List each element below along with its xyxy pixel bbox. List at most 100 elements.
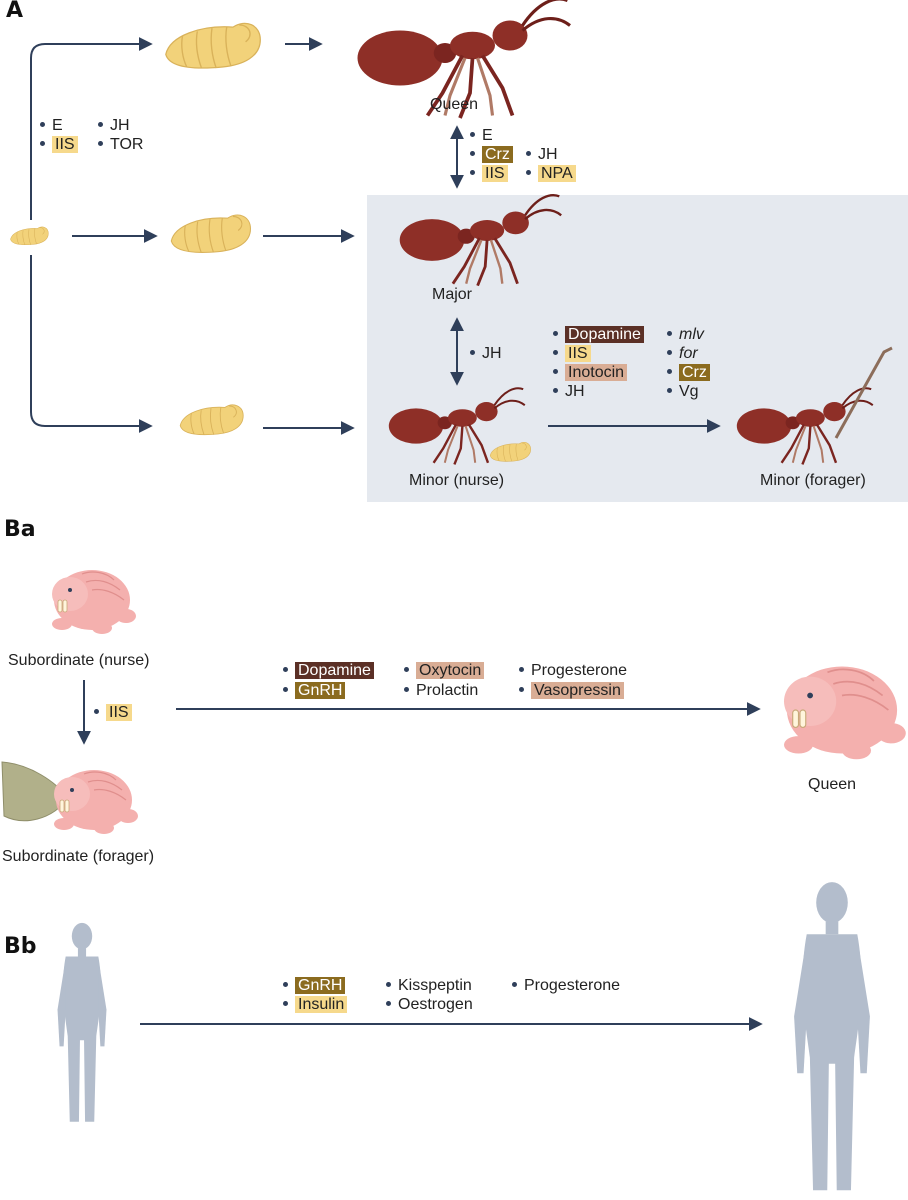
molecule-label: GnRH <box>295 682 346 699</box>
bullet-dot <box>470 350 475 356</box>
molecule-label: Dopamine <box>295 662 374 679</box>
molecule-label: Progesterone <box>531 662 628 679</box>
mole-rat-forager <box>53 769 139 835</box>
bullet-dot <box>283 982 288 988</box>
molecule-label: GnRH <box>295 977 346 994</box>
molecule-item: IIS <box>94 703 132 722</box>
arrow-larva-to-minor-larva <box>30 255 153 433</box>
nurse-brood-larva <box>489 441 531 462</box>
bullet-dot <box>553 350 558 356</box>
bullet-dot <box>98 122 103 128</box>
molecule-item: JH <box>553 382 585 401</box>
molecule-label: Dopamine <box>565 326 644 343</box>
molecule-label: Oxytocin <box>416 662 485 679</box>
minor-larva <box>179 404 244 436</box>
panel-letter-bb: Bb <box>4 934 37 959</box>
molecule-item: Oestrogen <box>386 995 473 1014</box>
molecule-item: NPA <box>526 164 576 183</box>
molecule-item: Progesterone <box>512 976 620 995</box>
molecule-label: Crz <box>679 364 710 381</box>
molecule-label: TOR <box>110 136 144 153</box>
bullet-dot <box>470 151 475 157</box>
bullet-dot <box>283 687 288 693</box>
major-larva <box>170 214 252 254</box>
bullet-dot <box>386 982 391 988</box>
bullet-dot <box>553 369 558 375</box>
molecule-label: E <box>52 117 63 134</box>
caption-major-ant: Major <box>432 286 473 303</box>
molecule-item: JH <box>98 116 130 135</box>
bullet-dot <box>404 687 409 693</box>
molecule-item: IIS <box>470 164 508 183</box>
small-larva <box>10 226 49 246</box>
bullet-dot <box>667 369 672 375</box>
bullet-dot <box>512 982 517 988</box>
molecule-item: TOR <box>98 135 143 154</box>
molecule-item: E <box>40 116 63 135</box>
bullet-dot <box>98 141 103 147</box>
molecule-item: E <box>470 126 493 145</box>
molecule-item: Kisspeptin <box>386 976 472 995</box>
molecule-label: Oestrogen <box>398 996 473 1013</box>
minor-forager-ant <box>735 387 874 466</box>
molecule-label: Crz <box>482 146 513 163</box>
bullet-dot <box>526 170 531 176</box>
molecule-item: IIS <box>40 135 78 154</box>
caption-minor-nurse: Minor (nurse) <box>409 472 505 489</box>
molecule-item: Vasopressin <box>519 681 624 700</box>
panel-letter-ba: Ba <box>4 517 36 542</box>
bullet-dot <box>40 141 45 147</box>
bullet-dot <box>526 151 531 157</box>
bullet-dot <box>283 1001 288 1007</box>
molecule-label: Vasopressin <box>531 682 624 699</box>
molecule-item: Dopamine <box>283 661 374 680</box>
bullet-dot <box>470 132 475 138</box>
caption-queen-ant: Queen <box>430 96 479 113</box>
molecule-item: mlv <box>667 325 704 344</box>
mole-rat-queen <box>783 665 907 761</box>
caption-subordinate-forager: Subordinate (forager) <box>2 848 155 865</box>
molecule-label: IIS <box>106 704 132 721</box>
molecule-label: Inotocin <box>565 364 628 381</box>
molecule-label: E <box>482 127 493 144</box>
molecule-item: for <box>667 344 698 363</box>
bullet-dot <box>404 667 409 673</box>
molecule-item: Dopamine <box>553 325 644 344</box>
panel-letter-a: A <box>6 0 24 23</box>
molecule-item: GnRH <box>283 681 346 700</box>
molecule-label: JH <box>482 345 502 362</box>
caption-subordinate-nurse: Subordinate (nurse) <box>8 652 150 669</box>
molecule-label: JH <box>565 383 585 400</box>
molecule-label: Insulin <box>295 996 348 1013</box>
molecule-label: Progesterone <box>524 977 621 994</box>
molecule-label: for <box>679 345 698 362</box>
bullet-dot <box>667 331 672 337</box>
molecule-label: Prolactin <box>416 682 479 699</box>
molecule-item: JH <box>526 145 558 164</box>
bullet-dot <box>519 687 524 693</box>
molecule-item: Crz <box>470 145 513 164</box>
bullet-dot <box>470 170 475 176</box>
molecule-label: Kisspeptin <box>398 977 472 994</box>
forager-twig <box>834 346 893 439</box>
bullet-dot <box>667 350 672 356</box>
molecule-label: JH <box>110 117 130 134</box>
bullet-dot <box>40 122 45 128</box>
bullet-dot <box>553 388 558 394</box>
molecule-label: NPA <box>538 165 576 182</box>
bullet-dot <box>519 667 524 673</box>
caption-mole-rat-queen: Queen <box>808 776 857 793</box>
bullet-dot <box>553 331 558 337</box>
molecule-label: mlv <box>679 326 704 343</box>
molecule-item: JH <box>470 344 502 363</box>
bullet-dot <box>386 1001 391 1007</box>
human-child <box>57 922 107 1122</box>
molecule-label: JH <box>538 146 558 163</box>
molecule-item: Crz <box>667 363 710 382</box>
molecule-label: IIS <box>482 165 508 182</box>
arrow-larva-to-queen-larva <box>30 37 153 220</box>
queen-larva <box>165 22 261 69</box>
molecule-label: IIS <box>52 136 78 153</box>
molecule-item: Prolactin <box>404 681 478 700</box>
